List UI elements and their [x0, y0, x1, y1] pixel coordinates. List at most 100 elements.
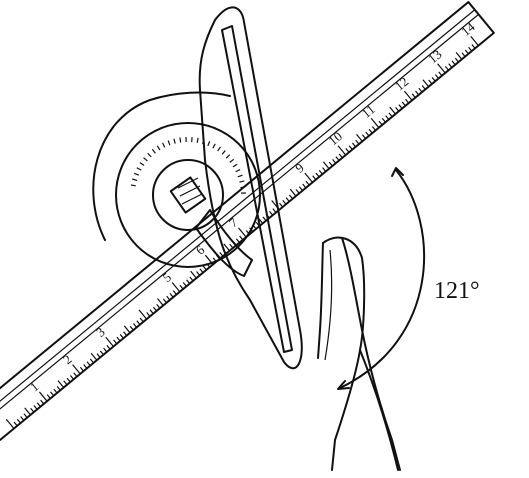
- ruler-tick: [116, 336, 121, 342]
- ruler-tick: [332, 159, 337, 164]
- ruler-tick: [149, 309, 154, 315]
- ruler-tick: [368, 128, 373, 134]
- ruler-number: 14: [458, 19, 478, 39]
- ruler-tick: [295, 189, 300, 194]
- dial-tick: [139, 162, 145, 166]
- ruler-tick: [239, 235, 244, 241]
- ruler-tick: [421, 85, 426, 90]
- ruler-tick: [444, 66, 450, 71]
- ruler-tick: [448, 63, 453, 68]
- protractor-stock: [195, 6, 303, 370]
- ruler-tick: [40, 399, 45, 405]
- ruler-tick: [356, 134, 363, 142]
- ruler-tick: [411, 93, 416, 98]
- ruler-tick: [338, 153, 343, 159]
- dial-tick: [207, 140, 211, 147]
- angle-label: 121°: [434, 278, 480, 304]
- ruler-tick: [398, 104, 403, 109]
- dial-tick: [136, 167, 142, 171]
- dial-tick: [196, 137, 199, 143]
- ruler-tick: [66, 377, 71, 383]
- ruler-tick: [361, 134, 367, 140]
- ruler-tick: [355, 139, 360, 145]
- ruler-tick: [20, 416, 25, 421]
- ruler-tick: [123, 331, 128, 336]
- ruler-tick: [235, 238, 240, 243]
- ruler-tick: [53, 388, 58, 394]
- ruler-tick: [157, 298, 164, 306]
- dial-locking-nut: [169, 176, 207, 214]
- ruler-tick: [139, 317, 144, 323]
- ruler-tick: [83, 364, 88, 369]
- ruler-tick: [252, 224, 257, 230]
- ruler-tick: [428, 79, 433, 85]
- ruler-tick: [262, 216, 267, 222]
- ruler-tick: [79, 366, 85, 372]
- ruler-tick: [381, 117, 386, 123]
- ruler-tick: [129, 325, 134, 331]
- ruler-tick: [90, 352, 98, 361]
- ruler-tick: [385, 115, 390, 120]
- ruler-tick: [454, 57, 459, 63]
- dial-tick: [225, 154, 231, 159]
- protractor-dial: [92, 91, 261, 268]
- ruler-tick: [46, 394, 51, 399]
- ruler-tick: [272, 208, 277, 213]
- ruler-tick: [106, 344, 111, 350]
- ruler-tick: [99, 350, 104, 356]
- ruler-tick: [468, 46, 473, 52]
- ruler-tick: [238, 227, 247, 238]
- arrowhead-bottom: [337, 380, 350, 390]
- ruler-tick: [136, 320, 141, 325]
- ruler-tick: [162, 298, 167, 304]
- drill-bit: [317, 236, 401, 471]
- ruler-tick: [204, 254, 214, 265]
- ruler-tick: [229, 243, 234, 249]
- ruler-tick: [335, 156, 340, 161]
- ruler-number: 11: [359, 101, 378, 121]
- ruler-tick: [328, 161, 333, 167]
- ruler-tick: [73, 372, 78, 377]
- ruler-tick: [451, 60, 456, 66]
- ruler-tick: [69, 375, 75, 380]
- ruler-tick: [415, 90, 420, 96]
- dial-tick: [217, 146, 221, 152]
- dial-tick: [147, 152, 152, 158]
- ruler-tick: [219, 251, 224, 257]
- ruler-tick: [289, 188, 297, 197]
- ruler-tick: [5, 418, 15, 429]
- ruler-tick: [437, 63, 446, 74]
- ruler-tick: [371, 126, 377, 131]
- dial-tick: [221, 150, 226, 155]
- ruler-tick: [123, 325, 131, 334]
- ruler-tick: [189, 276, 194, 282]
- ruler-tick: [269, 210, 274, 216]
- ruler-tick: [38, 391, 48, 402]
- ruler-tick: [279, 202, 284, 208]
- ruler-number: 10: [325, 128, 345, 148]
- ruler-tick: [166, 295, 171, 301]
- ruler-tick: [199, 268, 204, 274]
- ruler-tick: [302, 183, 307, 189]
- ruler-tick: [190, 270, 197, 279]
- ruler-tick: [223, 243, 231, 252]
- dial-tick: [132, 178, 138, 181]
- ruler-tick: [365, 131, 370, 137]
- ruler-tick: [471, 44, 476, 49]
- ruler-tick: [146, 312, 151, 317]
- ruler-tick: [470, 35, 479, 47]
- ruler-tick: [133, 323, 138, 328]
- angle-indicator: 121°: [337, 167, 480, 390]
- ruler-tick: [351, 142, 357, 148]
- ruler-tick: [388, 112, 393, 118]
- ruler-tick: [304, 172, 313, 183]
- dial-tick: [232, 163, 238, 168]
- ruler-tick: [318, 169, 323, 175]
- ruler-tick: [389, 106, 396, 115]
- ruler-tick: [86, 361, 91, 367]
- ruler-tick: [96, 353, 101, 358]
- ruler-tick: [438, 71, 443, 77]
- dial-tick: [143, 157, 148, 162]
